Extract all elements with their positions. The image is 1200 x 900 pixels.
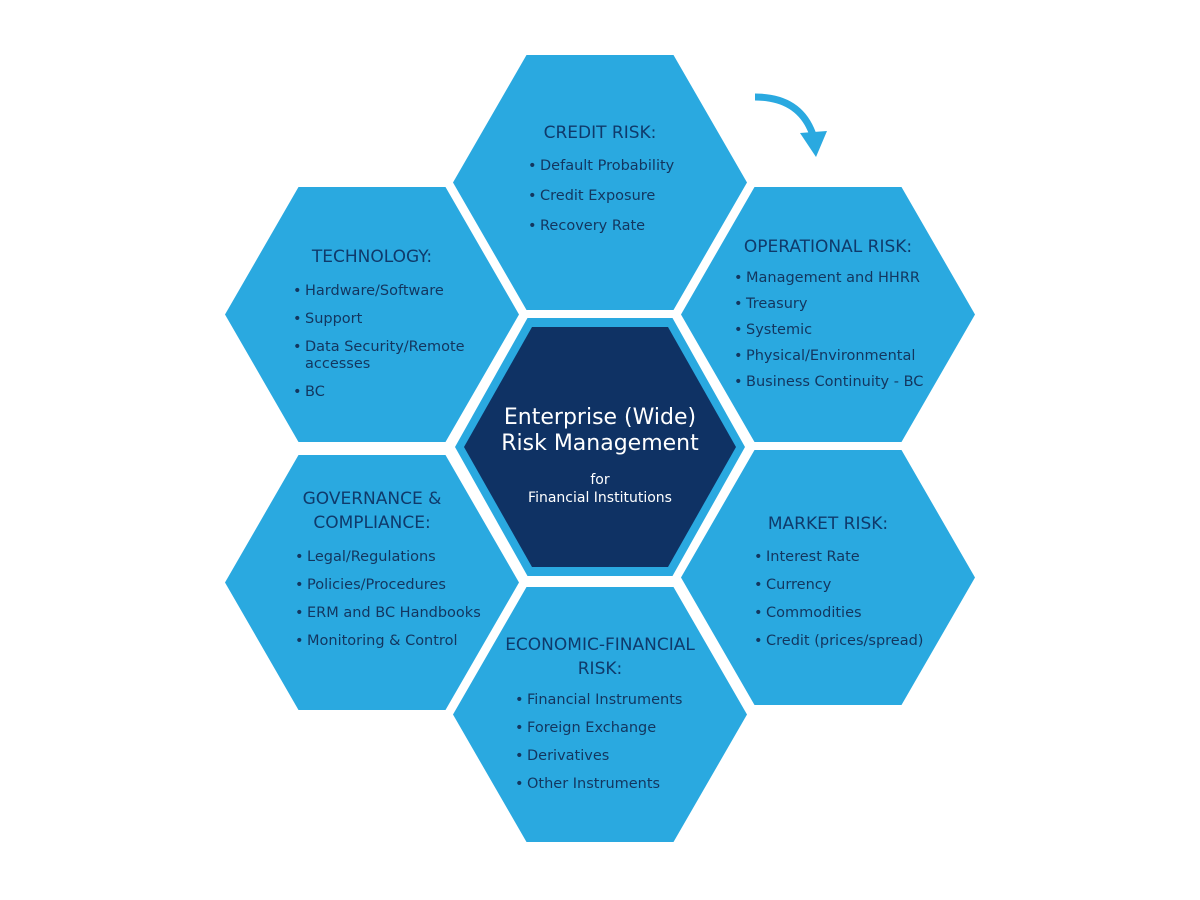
list-item: Business Continuity - BC [734,374,959,391]
list-item: Financial Instruments [515,692,725,709]
economic-financial-risk-title: ECONOMIC-FINANCIAL RISK: [505,635,695,679]
hex-market-risk: MARKET RISK: Interest Rate Currency Comm… [681,450,975,705]
hex-economic-financial-risk: ECONOMIC-FINANCIAL RISK: Financial Instr… [453,587,747,842]
list-item: Treasury [734,296,959,313]
list-item: Physical/Environmental [734,348,959,365]
list-item: Default Probability [528,158,728,175]
list-item: Management and HHRR [734,270,959,287]
operational-risk-title: OPERATIONAL RISK: [743,237,913,257]
list-item: Credit Exposure [528,188,728,205]
economic-financial-risk-list: Financial Instruments Foreign Exchange D… [515,692,725,793]
list-item: Monitoring & Control [295,633,505,650]
list-item: Data Security/Remote accesses [293,339,468,373]
list-item: Systemic [734,322,959,339]
technology-list: Hardware/Software Support Data Security/… [293,283,468,401]
hex-operational-risk: OPERATIONAL RISK: Management and HHRR Tr… [681,187,975,442]
list-item: Derivatives [515,748,725,765]
list-item: Recovery Rate [528,218,728,235]
list-item: Policies/Procedures [295,577,505,594]
list-item: BC [293,384,468,401]
hex-technology: TECHNOLOGY: Hardware/Software Support Da… [225,187,519,442]
hex-credit-risk: CREDIT RISK: Default Probability Credit … [453,55,747,310]
list-item: Other Instruments [515,776,725,793]
list-item: Support [293,311,468,328]
list-item: ERM and BC Handbooks [295,605,505,622]
governance-compliance-list: Legal/Regulations Policies/Procedures ER… [295,549,505,650]
list-item: Hardware/Software [293,283,468,300]
technology-title: TECHNOLOGY: [311,247,433,267]
credit-risk-title: CREDIT RISK: [543,123,657,143]
list-item: Legal/Regulations [295,549,505,566]
operational-risk-list: Management and HHRR Treasury Systemic Ph… [734,270,959,391]
list-item: Credit (prices/spread) [754,633,954,650]
credit-risk-list: Default Probability Credit Exposure Reco… [528,158,728,235]
center-subtitle: for Financial Institutions [528,472,672,506]
list-item: Interest Rate [754,549,954,566]
list-item: Commodities [754,605,954,622]
hex-governance-compliance: GOVERNANCE & COMPLIANCE: Legal/Regulatio… [225,455,519,710]
market-risk-title: MARKET RISK: [767,514,889,534]
governance-compliance-title: GOVERNANCE & COMPLIANCE: [302,489,442,533]
curved-arrow-clockwise-icon [754,93,827,157]
list-item: Foreign Exchange [515,720,725,737]
center-title: Enterprise (Wide) Risk Management [501,405,699,456]
market-risk-list: Interest Rate Currency Commodities Credi… [754,549,954,650]
list-item: Currency [754,577,954,594]
